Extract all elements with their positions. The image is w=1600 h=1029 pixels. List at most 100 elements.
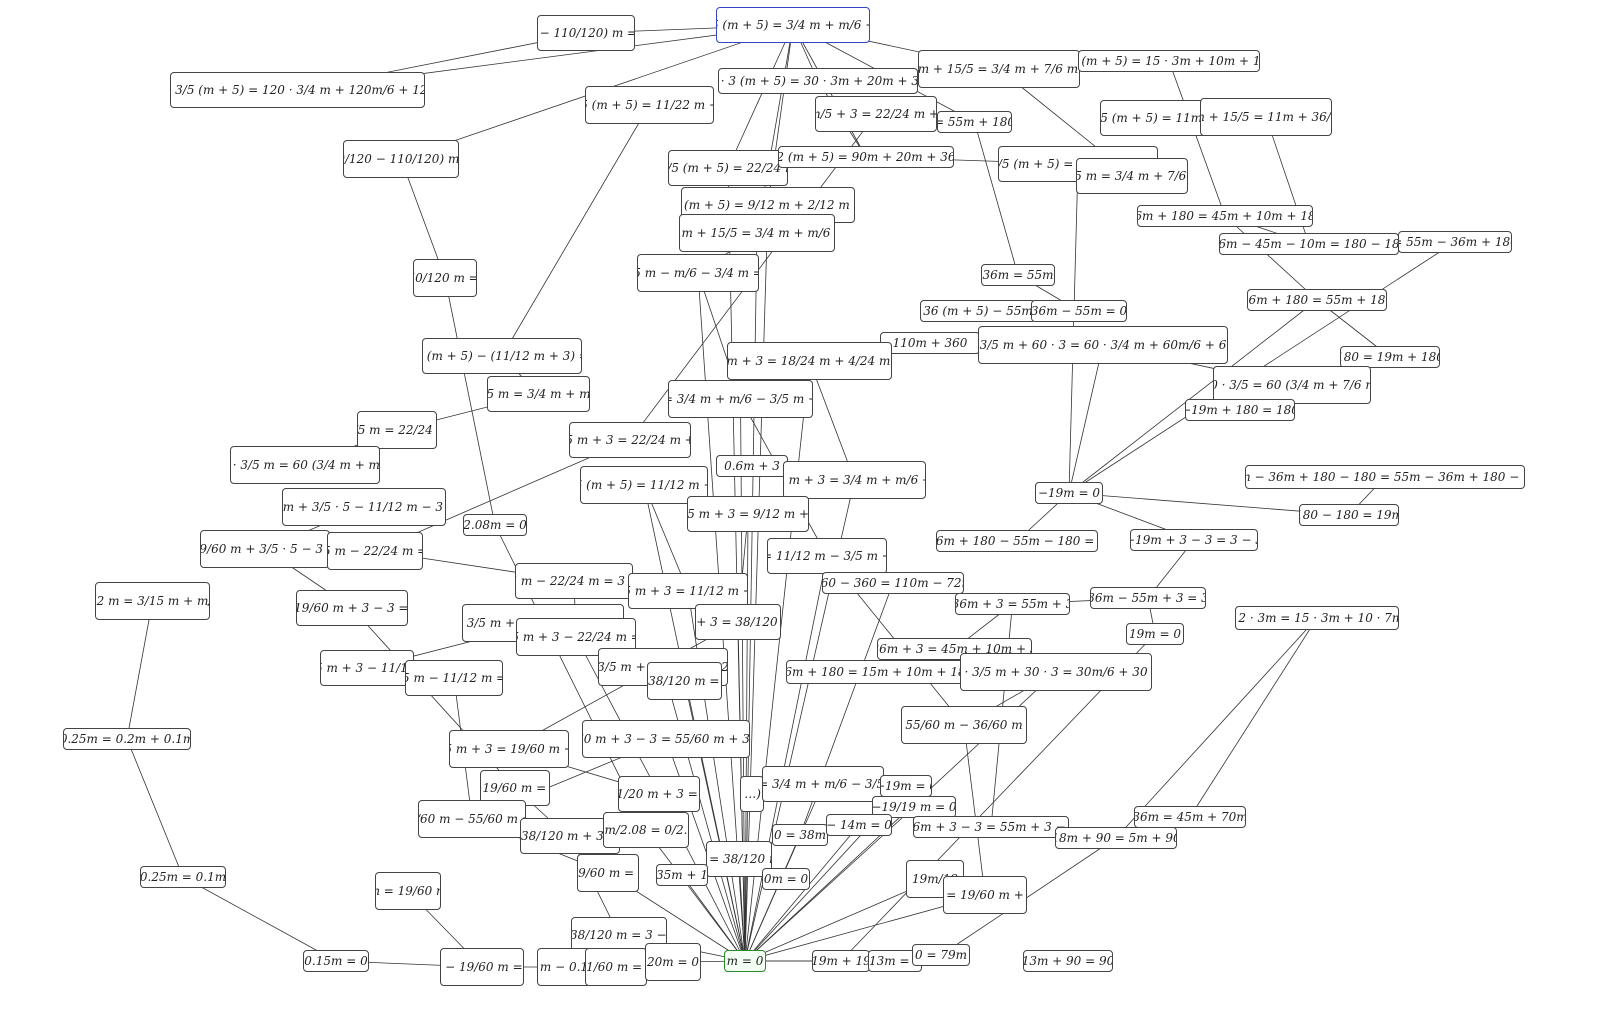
equation-node[interactable]: 60 · 3/5 = 60 (3/4 m + 7/6 m) [1213, 366, 1371, 404]
equation-node[interactable]: 36m + 3 = 55m + 3 [955, 593, 1070, 615]
equation-node[interactable]: 3/5 m + 3 = 9/12 m + 3 [687, 496, 809, 532]
equation-node[interactable]: 36m = 45m + 70m [1134, 806, 1246, 828]
equation-node[interactable]: 36 (m + 5) − 55m [920, 300, 1036, 322]
equation-node[interactable]: 180 = 19m + 180 [1340, 346, 1440, 368]
equation-node[interactable]: (3 − 110/120) m = 0 [537, 15, 635, 51]
equation-node[interactable]: 3/5 (m + 5) = 11/12 m + 3 [580, 466, 708, 504]
equation-node[interactable]: −19/60 m = 0 [480, 770, 550, 806]
equation-node[interactable]: 41/60 m = 0 [585, 948, 647, 986]
equation-node[interactable]: 36m − 55m = 0 [1031, 300, 1127, 322]
equation-node[interactable]: −19m = 0 [1035, 482, 1103, 504]
equation-node[interactable]: 3/5 m − 22/24 m = 3 − 3 [515, 563, 633, 599]
equation-node[interactable]: 250/120 m = 0 [413, 259, 477, 297]
equation-node[interactable]: 3 = 55/60 m − 36/60 m + 3 [901, 706, 1027, 744]
equation-node[interactable]: −19m = 0 [880, 775, 932, 797]
equation-node[interactable]: 35m + 1 [656, 864, 708, 886]
equation-node[interactable]: 12 · 3m = 15 · 3m + 10 · 7m [1235, 606, 1399, 630]
equation-node[interactable]: 0 = 38/120 m [706, 841, 772, 877]
equation-node[interactable]: 36m − 55m + 3 = 3 [1090, 587, 1206, 609]
equation-node[interactable]: = 55m − 36m + 180 [1398, 231, 1512, 253]
equation-node[interactable]: 3/5 m = 3/4 m + m/6 [487, 376, 590, 412]
equation-node[interactable]: −19m + 3 − 3 = 3 − 3 [1130, 529, 1258, 551]
equation-node[interactable]: 0m = 0 [762, 868, 810, 890]
equation-node[interactable]: 0.6m + 3 [716, 455, 788, 477]
equation-node[interactable]: 3m + 15/5 = 11m + 36/12 [1200, 98, 1332, 136]
equation-node[interactable]: 36m − 36m + 180 − 180 = 55m − 36m + 180 … [1245, 465, 1525, 489]
equation-node[interactable]: 36m = 55m [981, 264, 1055, 286]
equation-node[interactable]: 110m + 360 [880, 332, 980, 354]
equation-node[interactable]: 3/5 m + 15/5 = 3/4 m + m/6 + 3 [679, 214, 835, 252]
equation-node[interactable]: 0.25m = 0.1m [140, 866, 226, 888]
equation-node[interactable]: 3/5 (m + 5) = 11m/12 [1100, 100, 1210, 136]
equation-node[interactable]: −19m + 180 = 180 [1185, 399, 1295, 421]
equation-node[interactable]: − 14m = 0 [826, 814, 892, 836]
equation-node[interactable]: 3/5 m = 3/4 m + 7/6 m [1076, 158, 1188, 194]
equation-node[interactable]: 18m + 90 = 5m + 90 [1055, 827, 1177, 849]
equation-node[interactable]: −19/60 m + 3/5 · 5 − 3 = 0 [200, 530, 330, 568]
equation-node[interactable]: 180 − 180 = 19m [1299, 504, 1399, 526]
equation-node[interactable]: 11/20 m + 3 = 3 [618, 776, 700, 812]
equation-node[interactable]: 36m + 3 − 3 = 55m + 3 − 3 [913, 816, 1069, 838]
equation-node[interactable]: 0 = 38m [772, 824, 828, 846]
equation-node[interactable]: 20m = 0 [645, 943, 701, 981]
equation-node[interactable]: 3/5 m + 3 = 22/24 m + 3 [569, 422, 691, 458]
equation-node[interactable]: 3 = 3/4 m + m/6 − 3/5 m + 3 [668, 380, 813, 418]
equation-node[interactable]: 3 = 19/60 m + 3 [943, 876, 1027, 914]
goal-node[interactable]: m = 0 [724, 950, 766, 972]
equation-node[interactable]: 0.25m = 0.2m + 0.1m [63, 728, 191, 750]
equation-node[interactable]: 3/12 m = 3/15 m + m/10 [95, 582, 210, 620]
equation-node[interactable]: (3/5 − …) m = 0 [740, 776, 764, 812]
equation-node[interactable]: 3/5 m − 22/24 m = 0 [327, 532, 423, 570]
equation-node[interactable]: 3/5 m − 11/12 m = 0 [405, 660, 503, 696]
equation-node[interactable]: 36m + 180 = 55m + 180 [1247, 289, 1387, 311]
equation-node[interactable]: 3/5 m + 3 = 19/60 m + 3 [449, 730, 569, 768]
equation-node[interactable]: 13m + 90 = 90 [1023, 950, 1113, 972]
equation-node[interactable]: 24 · 3 (m + 5) = 30 · 3m + 20m + 360 [718, 68, 918, 94]
equation-node[interactable]: 3/5 m + 3 = 38/120 m + 3 [695, 604, 781, 640]
equation-node[interactable]: m − 19/60 m = 0 [440, 948, 524, 986]
equation-node[interactable]: 360 − 360 = 110m − 72m [822, 572, 964, 594]
equation-node[interactable]: 3/5 m + 3 = 11/12 m + 3 [628, 573, 748, 609]
equation-node[interactable]: 2.08m = 0 [463, 514, 527, 536]
equation-node[interactable]: 19m + 19 [812, 950, 870, 972]
equation-node[interactable]: 0.15m = 0 [303, 950, 369, 972]
equation-node[interactable]: 36/60 m − 55/60 m = 0 [418, 800, 526, 838]
equation-node[interactable]: 60 · 3/5 m = 60 (3/4 m + m/6) [230, 446, 380, 484]
equation-node[interactable]: 36m + 180 = 45m + 10m + 180 [1137, 205, 1313, 227]
equation-node[interactable]: −19/60 m + 3 − 3 = 0 [296, 590, 408, 626]
equation-node[interactable]: 36m − 45m − 10m = 180 − 180 [1219, 233, 1399, 255]
equation-node[interactable]: 72 (m + 5) = 90m + 20m + 360 [778, 146, 954, 168]
equation-node[interactable]: = 55m + 180 [937, 111, 1012, 133]
equation-node[interactable]: 3 = 11/12 m − 3/5 m + 3 [767, 538, 887, 574]
equation-node[interactable]: m = 19/60 m [375, 872, 441, 910]
equation-node[interactable]: 3m/5 + 3 = 22/24 m + 3 [815, 96, 937, 132]
equation-node[interactable]: 3/5 m + 3 = 3/4 m + m/6 + 3 [783, 461, 926, 499]
equation-node[interactable]: −38/120 m = 0 [647, 662, 722, 700]
equation-node[interactable]: 36m + 180 − 55m − 180 = 0 [936, 530, 1098, 552]
equation-node[interactable]: 36m + 180 = 15m + 10m + 180 [786, 660, 964, 684]
equation-node[interactable]: 3/5 (m + 5) = 11/22 m + 3 [585, 86, 714, 124]
equation-node[interactable]: (360/120 − 110/120) m = 0 [343, 140, 459, 178]
edge [126, 738, 184, 878]
equation-node[interactable]: 3/5 m = 22/24 m [357, 411, 437, 449]
equation-node[interactable]: 36/60 m + 3 − 3 = 55/60 m + 3 − 3 [582, 720, 750, 758]
equation-node[interactable]: 3/5 m + 3 − 11/12 m [320, 650, 414, 686]
equation-node[interactable]: 30 · 3/5 m + 30 · 3 = 30m/6 + 30 · 3 [960, 653, 1152, 691]
equation-node[interactable]: 0 = 3/4 m + m/6 − 3/5 m [762, 766, 884, 802]
equation-node[interactable]: 19/60 m = 0 [577, 854, 639, 892]
equation-node[interactable]: m − 0.1 [537, 948, 591, 986]
equation-node[interactable]: 3/5 (m + 5) = 22/24 m [668, 150, 788, 186]
equation-node[interactable]: 38m/2.08 = 0/2.08 [603, 812, 689, 848]
equation-node[interactable]: 120 · 3/5 (m + 5) = 120 · 3/4 m + 120m/6… [170, 72, 425, 108]
equation-node[interactable]: 3/5 m − m/6 − 3/4 m = 0 [637, 254, 759, 292]
equation-node[interactable]: 0 = 79m [912, 944, 970, 966]
equation-node[interactable]: 3/5 m + 15/5 = 3/4 m + 7/6 m + 3 [918, 50, 1080, 88]
equation-node[interactable]: 19m = 0 [1126, 623, 1184, 645]
equation-node[interactable]: 36 (m + 5) = 15 · 3m + 10m + 180 [1078, 50, 1260, 72]
equation-node[interactable]: 3/5 m + 3 = 18/24 m + 4/24 m + 3 [727, 342, 892, 380]
equation-node[interactable]: 13m = 0 [868, 950, 922, 972]
start-node[interactable]: 3/5 (m + 5) = 3/4 m + m/6 + 3 [716, 7, 870, 43]
equation-node[interactable]: 3/5 (m + 5) − (11/12 m + 3) = 0 [422, 338, 582, 374]
equation-node[interactable]: 60 · 3/5 m + 60 · 3 = 60 · 3/4 m + 60m/6… [978, 326, 1228, 364]
equation-node[interactable]: 3/5 m + 3/5 · 5 − 11/12 m − 3 = 0 [282, 488, 446, 526]
